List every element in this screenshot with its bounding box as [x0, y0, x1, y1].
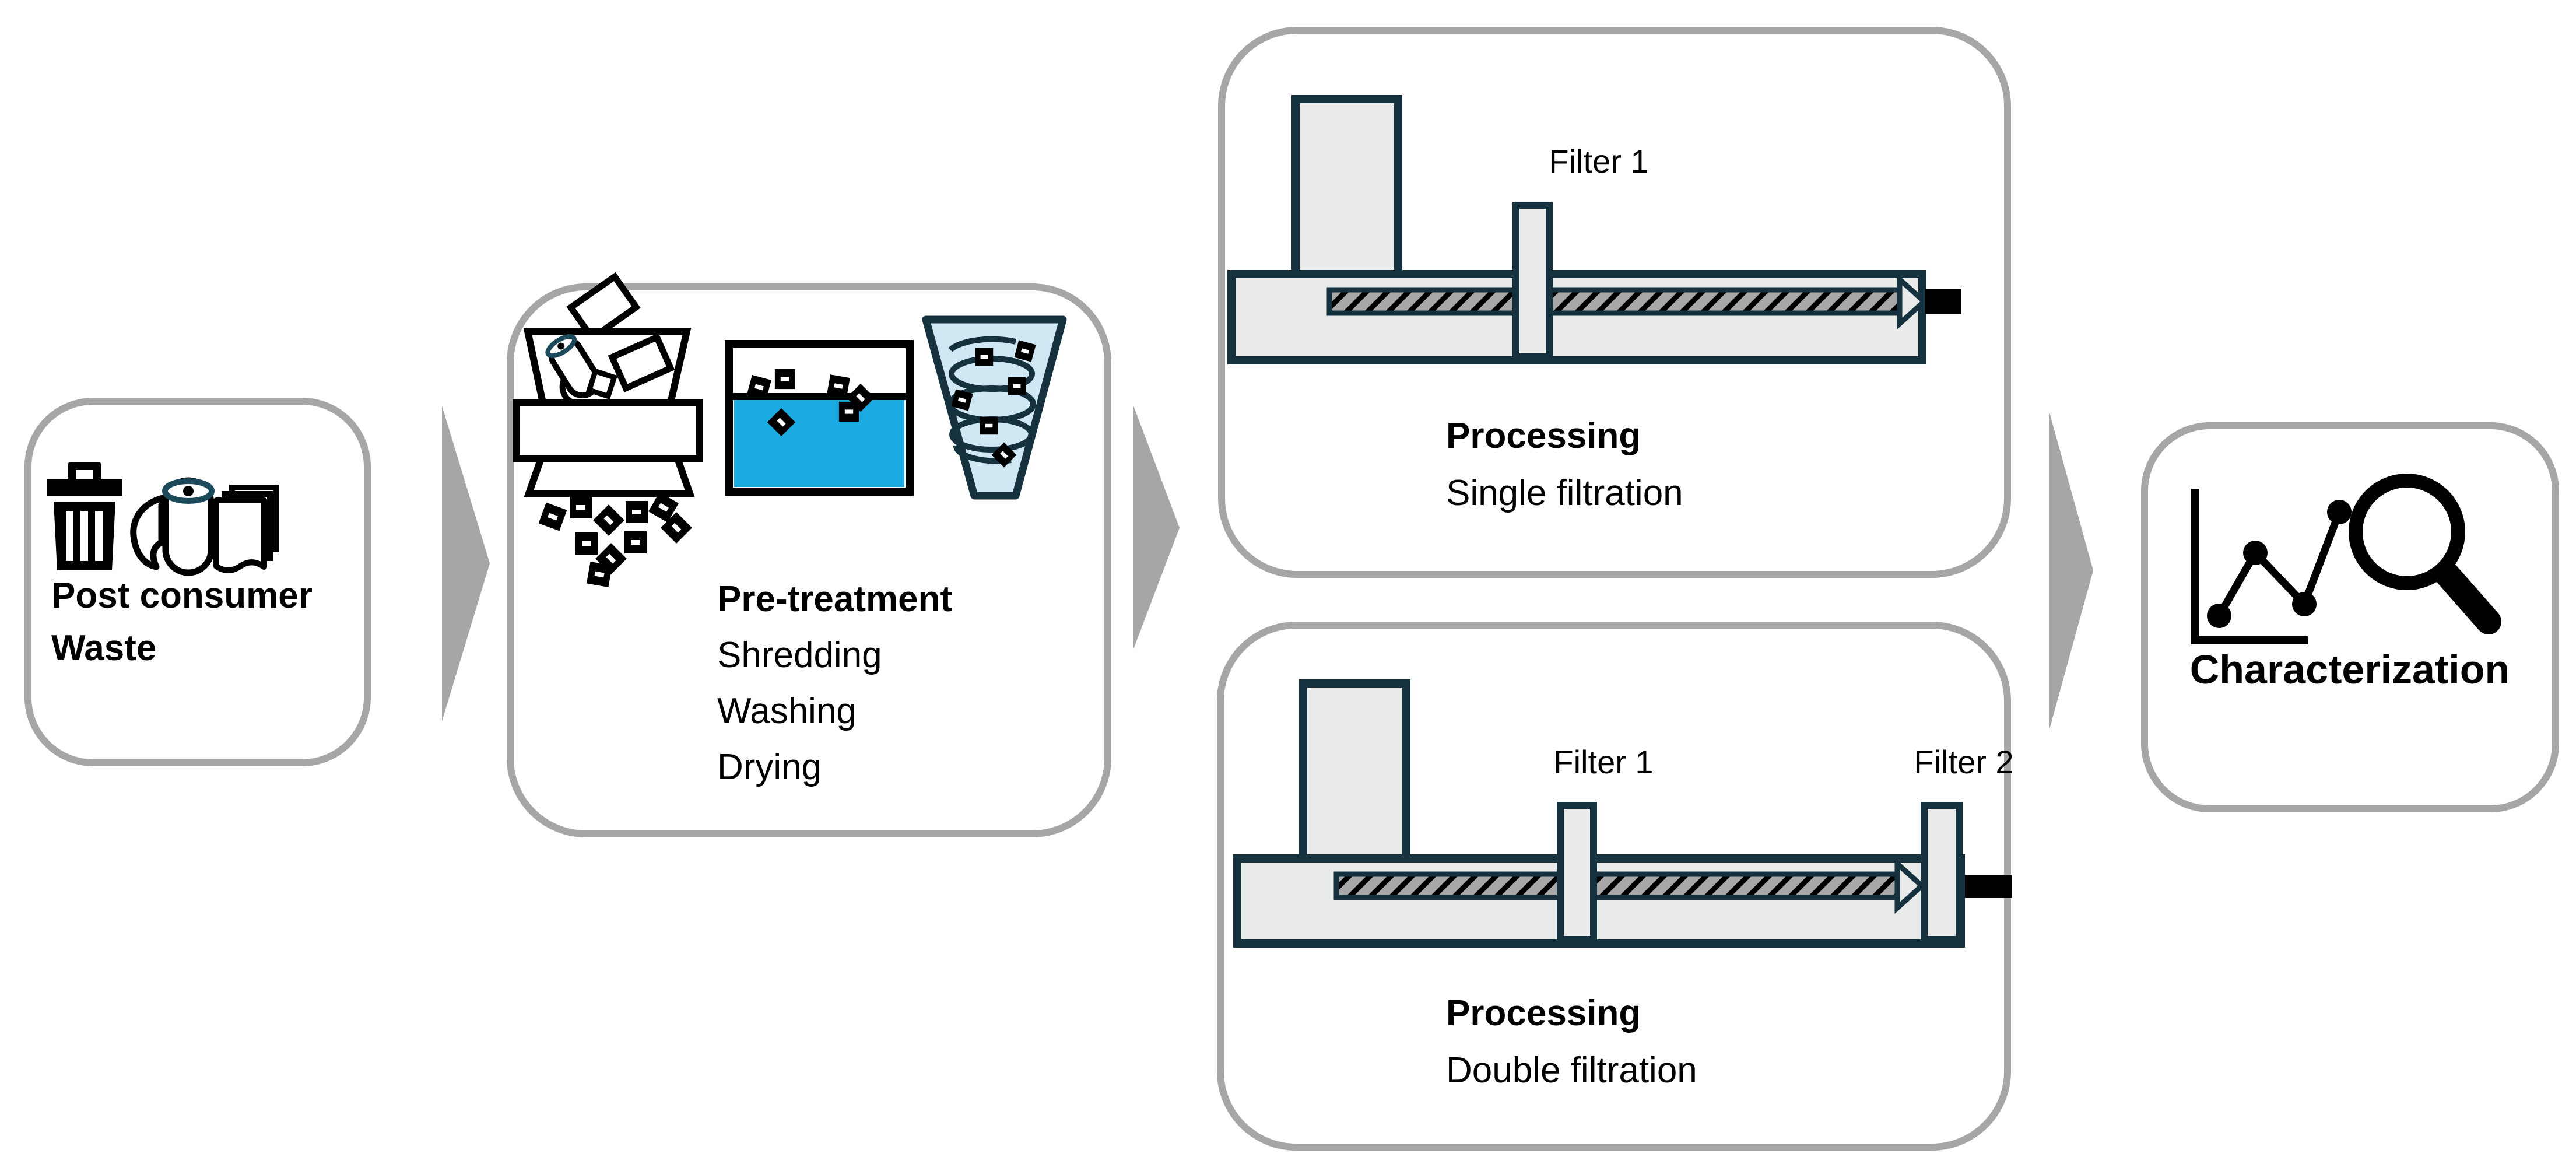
filter-1-post [1557, 802, 1597, 943]
extruder-screw [1326, 287, 1903, 316]
pre-treatment-step-shredding: Shredding [717, 635, 882, 675]
processing-double-title: Processing [1446, 993, 1641, 1033]
processing-single-subtitle: Single filtration [1446, 473, 1683, 513]
extruder-screw-tip [1894, 857, 1926, 914]
filter-1-label: Filter 1 [1549, 143, 1648, 180]
post-consumer-waste-label-line2: Waste [51, 628, 156, 668]
filter-1-label: Filter 1 [1553, 744, 1653, 780]
extruder-hopper [1299, 679, 1410, 867]
flow-arrow-3 [2049, 411, 2093, 731]
characterization-box: Characterization [2141, 422, 2559, 812]
extruder-single-icon: Filter 1 [1227, 95, 1961, 364]
washing-tank-icon [725, 340, 914, 496]
post-consumer-waste-label-line1: Post consumer [51, 576, 313, 616]
extruder-barrel [1233, 854, 1965, 948]
extruder-screw [1333, 871, 1900, 900]
film-roll-icon [130, 477, 215, 576]
pre-treatment-step-washing: Washing [717, 691, 857, 731]
extruder-screw-tip [1897, 273, 1928, 330]
flow-arrow-2 [1133, 406, 1180, 649]
film-sheets-icon [213, 485, 279, 573]
washing-water [734, 398, 904, 487]
filter-2-label: Filter 2 [1914, 744, 2013, 780]
extruder-barrel [1227, 270, 1926, 364]
pre-treatment-box: Pre-treatment Shredding Washing Drying [507, 272, 1111, 837]
processing-double-box: Filter 1 Filter 2 Processing Double filt… [1217, 622, 2014, 1151]
filter-2-post [1921, 802, 1963, 943]
extruder-die [1925, 289, 1961, 314]
characterization-title: Characterization [2190, 647, 2510, 692]
extruder-hopper [1291, 95, 1402, 284]
post-consumer-waste-box: Post consumer Waste [24, 398, 371, 766]
flow-arrow-1 [442, 406, 490, 721]
shredder-icon [513, 272, 703, 588]
extruder-die [1965, 875, 2012, 898]
extruder-double-icon: Filter 1 Filter 2 [1233, 679, 2014, 948]
filter-1-post [1512, 202, 1553, 360]
pre-treatment-title: Pre-treatment [717, 579, 952, 619]
line-chart-icon [2191, 489, 2352, 644]
processing-single-title: Processing [1446, 416, 1641, 456]
drying-funnel-icon [922, 315, 1067, 500]
pre-treatment-step-drying: Drying [717, 747, 822, 787]
processing-double-subtitle: Double filtration [1446, 1050, 1697, 1091]
trash-can-icon [47, 462, 122, 570]
magnifier-icon [2349, 474, 2501, 634]
processing-single-box: Filter 1 Processing Single filtration [1218, 27, 2011, 578]
